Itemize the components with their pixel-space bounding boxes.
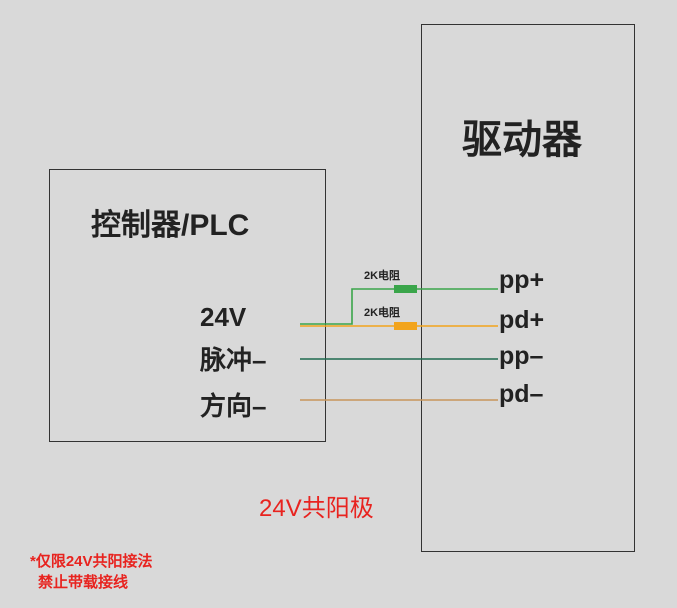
plc-title: 控制器/PLC [91, 209, 250, 242]
warning-note-1: *仅限24V共阳接法 [30, 553, 153, 570]
driver-box [421, 24, 635, 552]
resistor-label-2: 2K电阻 [364, 307, 401, 319]
warning-note-2: 禁止带载接线 [38, 574, 129, 591]
plc-pin-pulse: 脉冲– [200, 345, 267, 375]
driver-title: 驱动器 [462, 118, 582, 162]
resistor-label-1: 2K电阻 [364, 270, 401, 282]
resistor-pp-plus [394, 285, 417, 293]
plc-pin-24v: 24V [200, 302, 247, 332]
driver-pin-pd-minus: pd– [499, 380, 544, 408]
resistor-pd-plus [394, 322, 417, 330]
plc-pin-direction: 方向– [200, 391, 267, 421]
plc-controller-box [49, 169, 326, 442]
common-anode-caption: 24V共阳极 [259, 495, 374, 522]
driver-pin-pp-plus: pp+ [499, 266, 545, 294]
driver-pin-pd-plus: pd+ [499, 306, 545, 334]
driver-pin-pp-minus: pp– [499, 342, 544, 370]
wire-pp-plus [300, 288, 498, 325]
